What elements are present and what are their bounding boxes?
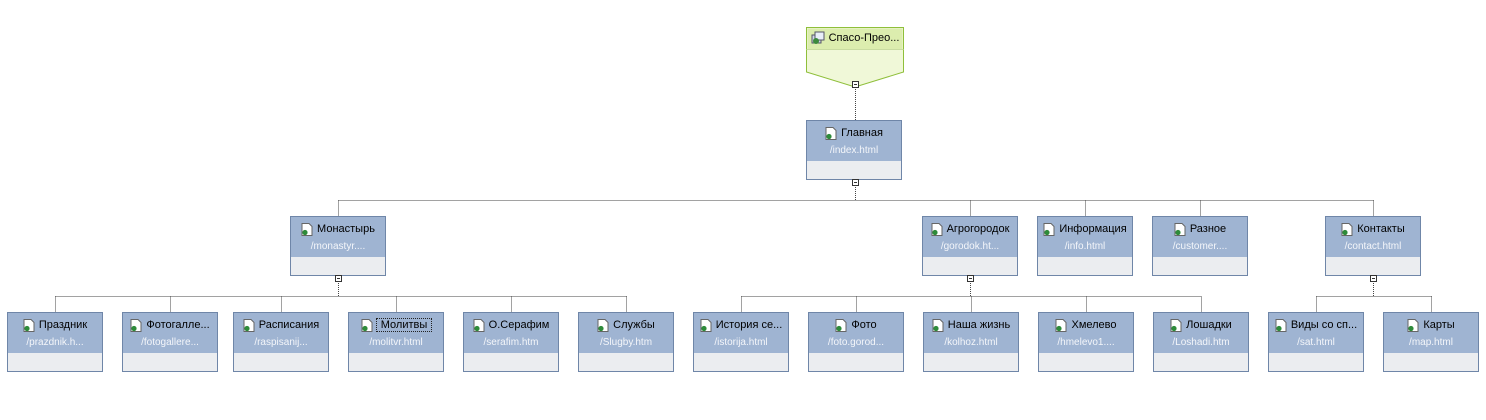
page-node-raznoe[interactable]: Разное /customer.... <box>1152 216 1248 276</box>
page-icon <box>1174 222 1186 236</box>
page-icon <box>473 318 485 332</box>
page-icon <box>1341 222 1353 236</box>
page-icon <box>931 222 943 236</box>
collapse-toggle[interactable] <box>335 275 342 282</box>
node-title: Разное <box>1189 223 1227 235</box>
node-url: /foto.gorod... <box>827 337 885 348</box>
page-node-kontakty[interactable]: Контакты /contact.html <box>1325 216 1421 276</box>
node-title: Главная <box>841 127 883 139</box>
node-url: /map.html <box>1409 337 1453 348</box>
node-title: Монастырь <box>317 223 375 235</box>
node-url: /info.html <box>1064 241 1106 252</box>
node-title: Фото <box>851 319 877 331</box>
page-icon <box>361 318 373 332</box>
page-node-hmelevo[interactable]: Хмелево /hmelevo1.... <box>1038 312 1134 372</box>
node-url: /serafim.htm <box>483 337 539 348</box>
page-node-karty[interactable]: Карты /map.html <box>1383 312 1479 372</box>
page-icon <box>825 126 837 140</box>
page-node-loshadki[interactable]: Лошадки /Loshadi.htm <box>1153 312 1249 372</box>
collapse-toggle[interactable] <box>967 275 974 282</box>
node-url: /customer.... <box>1172 241 1228 252</box>
page-icon <box>1407 318 1419 332</box>
node-title: Молитвы <box>375 318 433 332</box>
page-node-istoriya[interactable]: История се... /istorija.html <box>693 312 789 372</box>
node-title: История се... <box>715 319 783 331</box>
collapse-toggle[interactable] <box>852 81 859 88</box>
page-node-glavnaya[interactable]: Главная /index.html <box>806 120 902 180</box>
node-url: /Slugby.htm <box>599 337 653 348</box>
page-node-molitvy[interactable]: Молитвы /molitvr.html <box>348 312 444 372</box>
node-url: /Loshadi.htm <box>1172 337 1230 348</box>
node-title: Хмелево <box>1071 319 1117 331</box>
node-title: О.Серафим <box>488 319 550 331</box>
node-title: Виды со сп... <box>1290 319 1358 331</box>
page-node-nashazhizn[interactable]: Наша жизнь /kolhoz.html <box>923 312 1019 372</box>
collapse-toggle[interactable] <box>852 179 859 186</box>
node-title: Расписания <box>258 319 320 331</box>
page-icon <box>23 318 35 332</box>
node-url: /sat.html <box>1297 337 1335 348</box>
page-node-foto[interactable]: Фото /foto.gorod... <box>808 312 904 372</box>
node-title: Контакты <box>1357 223 1405 235</box>
collapse-toggle[interactable] <box>1370 275 1377 282</box>
node-url: /molitvr.html <box>369 337 423 348</box>
node-title: Службы <box>613 319 655 331</box>
node-title: Фотогалле... <box>146 319 210 331</box>
page-node-raspisaniya[interactable]: Расписания /raspisanij... <box>233 312 329 372</box>
page-icon <box>1275 318 1287 332</box>
site-icon <box>811 31 825 44</box>
page-node-sluzhby[interactable]: Службы /Slugby.htm <box>578 312 674 372</box>
page-icon <box>597 318 609 332</box>
page-icon <box>700 318 712 332</box>
node-title: Информация <box>1059 223 1127 235</box>
root-site-title: Спасо-Прео... <box>828 32 900 44</box>
node-url: /raspisanij... <box>254 337 308 348</box>
node-url: /gorodok.ht... <box>940 241 1000 252</box>
page-icon <box>1170 318 1182 332</box>
page-node-monastyr[interactable]: Монастырь /monastyr.... <box>290 216 386 276</box>
node-title: Карты <box>1423 319 1455 331</box>
page-icon <box>1043 222 1055 236</box>
page-icon <box>835 318 847 332</box>
node-title: Агрогородок <box>946 223 1010 235</box>
page-icon <box>130 318 142 332</box>
page-node-fotogalle[interactable]: Фотогалле... /fotogallere... <box>122 312 218 372</box>
page-icon <box>1055 318 1067 332</box>
page-icon <box>932 318 944 332</box>
node-url: /kolhoz.html <box>944 337 998 348</box>
page-node-vidysosp[interactable]: Виды со сп... /sat.html <box>1268 312 1364 372</box>
root-shape <box>806 27 904 88</box>
node-url: /fotogallere... <box>141 337 199 348</box>
node-url: /hmelevo1.... <box>1057 337 1115 348</box>
page-icon <box>243 318 255 332</box>
page-node-oserafim[interactable]: О.Серафим /serafim.htm <box>463 312 559 372</box>
node-url: /prazdnik.h... <box>26 337 84 348</box>
node-url: /contact.html <box>1344 241 1402 252</box>
node-title: Наша жизнь <box>947 319 1011 331</box>
node-title: Праздник <box>38 319 88 331</box>
node-url: /monastyr.... <box>310 241 366 252</box>
node-url: /istorija.html <box>714 337 768 348</box>
page-node-agrogorodok[interactable]: Агрогородок /gorodok.ht... <box>922 216 1018 276</box>
root-site-node[interactable]: Спасо-Прео... <box>806 27 904 89</box>
node-url: /index.html <box>829 145 879 156</box>
node-title: Лошадки <box>1186 319 1232 331</box>
page-node-informatsiya[interactable]: Информация /info.html <box>1037 216 1133 276</box>
page-icon <box>301 222 313 236</box>
page-node-prazdnik[interactable]: Праздник /prazdnik.h... <box>7 312 103 372</box>
